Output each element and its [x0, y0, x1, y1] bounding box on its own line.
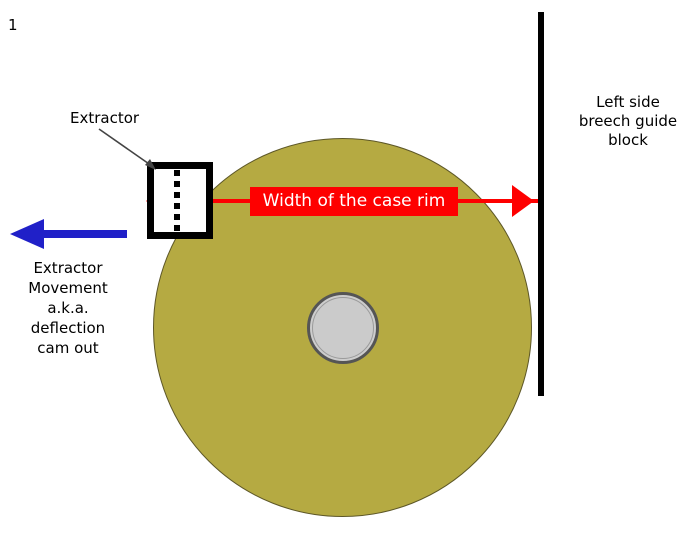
extractor-movement-arrowhead-icon	[10, 219, 44, 249]
dimension-arrowhead-right-icon	[512, 185, 534, 217]
left-side-breech-guide-block-label: Left side breech guide block	[578, 93, 678, 149]
case-rim-width-label: Width of the case rim	[250, 187, 458, 216]
primer-icon	[312, 297, 374, 359]
left-side-breech-guide-block-line	[538, 12, 544, 396]
extractor-block	[147, 162, 213, 239]
figure-number: 1	[8, 16, 18, 34]
extractor-movement-caption: Extractor Movement a.k.a. deflection cam…	[28, 259, 108, 357]
extractor-centerline-dotted	[174, 170, 180, 232]
extractor-callout-label: Extractor	[70, 109, 140, 127]
extractor-movement-arrow-shaft	[42, 230, 127, 238]
